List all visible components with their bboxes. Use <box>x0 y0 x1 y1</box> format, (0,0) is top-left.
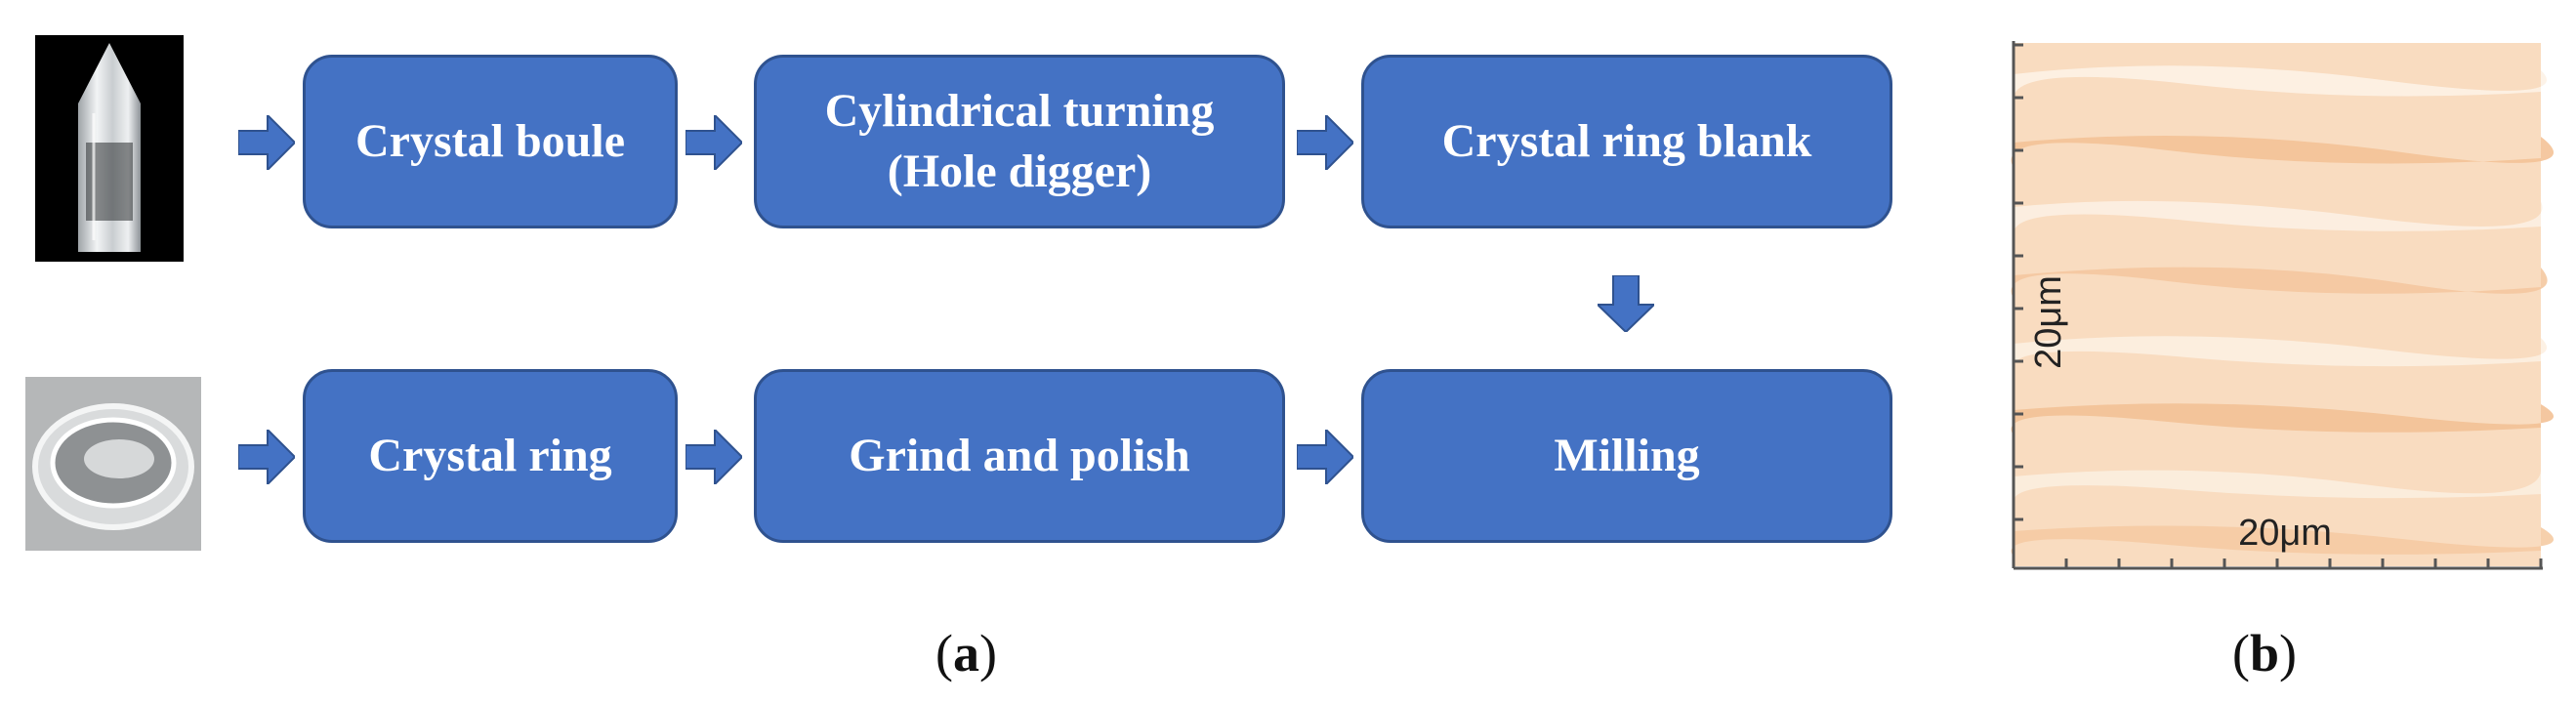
step-crystal-boule: Crystal boule <box>303 55 678 228</box>
step-label: Cylindrical turning (Hole digger) <box>824 84 1215 197</box>
arrow-down-icon <box>1598 275 1654 332</box>
step-label: Milling <box>1554 429 1700 481</box>
arrow-right-icon <box>238 115 295 170</box>
step-label: Grind and polish <box>849 429 1190 481</box>
step-milling: Milling <box>1361 369 1892 543</box>
step-crystal-ring-blank: Crystal ring blank <box>1361 55 1892 228</box>
step-label: Crystal ring <box>368 429 612 481</box>
x-axis-label: 20μm <box>2238 513 2332 554</box>
surface-map: 20μm 20μm <box>2011 41 2555 570</box>
arrow-right-icon <box>238 430 295 484</box>
step-grind-and-polish: Grind and polish <box>754 369 1285 543</box>
surface-streaks <box>2011 65 2555 557</box>
arrow-right-icon <box>1297 115 1353 170</box>
crystal-ring-photo <box>25 377 201 551</box>
arrow-right-icon <box>686 115 742 170</box>
step-label: Crystal boule <box>355 114 625 167</box>
step-cylindrical-turning: Cylindrical turning (Hole digger) <box>754 55 1285 228</box>
step-crystal-ring: Crystal ring <box>303 369 678 543</box>
crystal-boule-photo <box>35 35 184 262</box>
arrow-right-icon <box>1297 430 1353 484</box>
step-label: Crystal ring blank <box>1441 114 1812 167</box>
arrow-right-icon <box>686 430 742 484</box>
caption-b: (b) <box>2232 624 2298 682</box>
caption-a: (a) <box>935 624 997 682</box>
y-axis-label: 20μm <box>2028 275 2069 369</box>
x-ticks <box>2064 558 2543 568</box>
y-ticks <box>2014 43 2023 521</box>
